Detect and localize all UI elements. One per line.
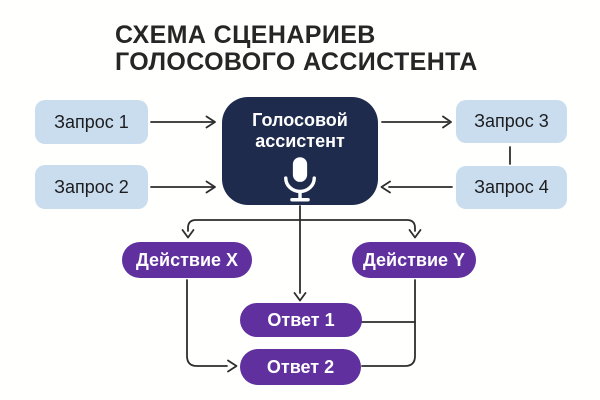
title-line-2: ГОЛОСОВОГО АССИСТЕНТА: [115, 48, 478, 76]
arrow-actionX-to-answer2: [186, 279, 238, 373]
voice-assistant-label-line2: ассистент: [255, 131, 345, 151]
arrow-request1-to-assistant: [150, 115, 216, 129]
node-request-4: Запрос 4: [456, 166, 567, 209]
node-answer-2: Ответ 2: [240, 349, 361, 385]
node-action-x: Действие X: [122, 242, 252, 278]
arrow-request2-to-assistant: [150, 180, 216, 194]
node-action-y: Действие Y: [352, 242, 476, 278]
node-request-2-label: Запрос 2: [54, 176, 129, 197]
voice-assistant-label-line1: Голосовой: [252, 110, 348, 130]
arrow-request4-to-assistant: [380, 180, 453, 194]
node-request-3: Запрос 3: [456, 100, 567, 143]
node-request-3-label: Запрос 3: [474, 111, 549, 131]
microphone-icon: [284, 157, 316, 202]
arrow-assistant-to-request3: [381, 115, 452, 129]
node-voice-assistant: Голосовой ассистент: [222, 97, 378, 205]
node-answer-2-label: Ответ 2: [266, 356, 335, 377]
node-answer-1: Ответ 1: [240, 303, 362, 337]
arrow-assistant-to-actionY: [299, 219, 422, 239]
node-answer-1-label: Ответ 1: [267, 309, 335, 330]
node-request-4-label: Запрос 4: [474, 177, 549, 197]
node-request-2: Запрос 2: [35, 165, 148, 209]
arrow-assistant-to-actionX: [181, 219, 301, 239]
node-request-1: Запрос 1: [35, 100, 148, 144]
node-request-1-label: Запрос 1: [54, 111, 129, 132]
title-line-1: СХЕМА СЦЕНАРИЕВ: [115, 21, 376, 49]
link-actionY-answer1-answer2: [361, 279, 416, 367]
node-action-x-label: Действие X: [135, 249, 239, 270]
diagram-title: СХЕМА СЦЕНАРИЕВ ГОЛОСОВОГО АССИСТЕНТА: [115, 22, 478, 76]
node-action-y-label: Действие Y: [362, 249, 466, 270]
